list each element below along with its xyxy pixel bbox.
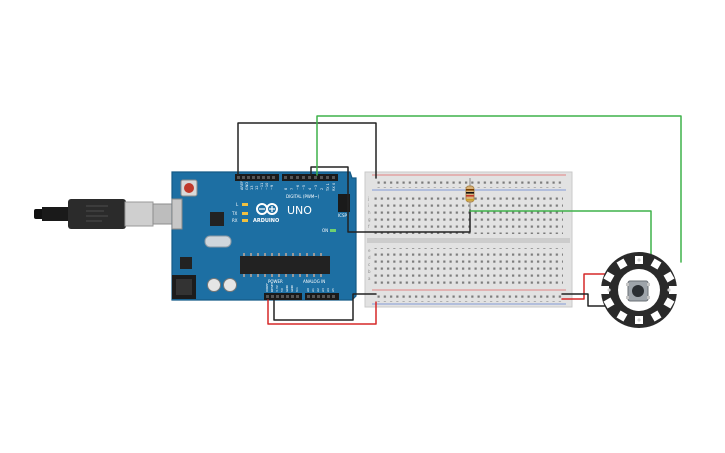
led-on — [330, 229, 336, 232]
wire-ring-gnd[interactable] — [561, 293, 609, 307]
svg-text:c: c — [368, 262, 370, 267]
pin-label: ~6 — [296, 185, 300, 190]
atmega-chip — [240, 256, 330, 274]
svg-text:f: f — [368, 224, 370, 229]
push-button[interactable] — [626, 280, 650, 302]
pin-label: A0 — [306, 288, 310, 292]
pin-label: 13 — [250, 186, 254, 190]
icsp-header — [338, 194, 350, 212]
pin-label: 4 — [308, 187, 312, 190]
pin-label: Vin — [295, 287, 299, 292]
pin-label: 3.3V — [275, 284, 279, 292]
svg-text:j: j — [367, 196, 369, 201]
pin-label: 5V — [280, 287, 284, 292]
svg-text:d: d — [368, 255, 371, 260]
led-l — [242, 203, 248, 206]
center-channel — [367, 238, 570, 243]
model-label: UNO — [287, 204, 312, 217]
svg-text:e: e — [368, 248, 371, 253]
pin-label: A5 — [331, 288, 335, 292]
pin-label: RESET — [270, 282, 274, 292]
wire-ring-din[interactable] — [316, 115, 682, 263]
resistor-icon[interactable] — [465, 178, 475, 210]
pin-label: ~10 — [265, 183, 269, 190]
digital-pin-labels: AREF GND 13 12 ~11 ~10 ~9 8 7 ~6 ~5 4 ~3… — [240, 181, 336, 192]
pin-label: 2 — [320, 188, 324, 190]
led-rx — [242, 219, 248, 222]
terminal-bottom-holes[interactable] — [373, 248, 563, 286]
svg-text:h: h — [368, 210, 371, 215]
usb-jack — [171, 198, 183, 230]
pin-label: IOREF — [265, 283, 269, 292]
on-label: ON — [322, 228, 328, 233]
tx-label: TX — [231, 211, 237, 216]
pin-label: 8 — [284, 188, 288, 190]
crystal — [204, 235, 232, 248]
wire-pin6-resistor[interactable] — [310, 166, 471, 233]
power-pin-holes — [266, 295, 335, 298]
pin-label: 7 — [290, 188, 294, 190]
pin-label: A3 — [321, 288, 325, 292]
wire-gnd-bottom[interactable] — [273, 293, 377, 321]
led-tx — [242, 212, 248, 215]
wire-resistor-ring[interactable] — [469, 210, 652, 263]
pin-label: TX 1 — [326, 183, 330, 192]
pin-label: A4 — [326, 288, 330, 292]
arduino-logo-icon — [256, 203, 278, 215]
usb-cable-icon[interactable] — [34, 199, 176, 229]
rail-bottom-holes[interactable] — [376, 292, 564, 302]
svg-text:a: a — [368, 276, 371, 281]
wire-ring-vcc[interactable] — [561, 273, 609, 300]
chip-pins — [243, 253, 322, 277]
pin-label: GND — [245, 182, 249, 190]
pin-label: ~3 — [314, 185, 318, 190]
digital-pin-holes — [237, 176, 335, 179]
pin-label: A1 — [311, 288, 315, 292]
rx-label: RX — [232, 218, 238, 223]
l-label: L — [236, 202, 239, 207]
pin-label: ~11 — [260, 183, 264, 190]
pin-label: ~5 — [302, 185, 306, 190]
power-header-label: POWER — [268, 279, 283, 284]
svg-text:i: i — [368, 203, 369, 208]
pin-label: GND — [285, 284, 289, 292]
row-letters-top: j i h g f — [367, 196, 371, 229]
pin-label: AREF — [240, 181, 244, 190]
ring-led-dots — [607, 258, 671, 322]
pin-label: ~9 — [270, 185, 274, 190]
regulator — [180, 257, 192, 269]
pin-label: A2 — [316, 288, 320, 292]
pin-label: 12 — [255, 186, 259, 190]
digital-header-label: DIGITAL (PWM~) — [286, 194, 320, 199]
wire-gnd-top[interactable] — [237, 122, 377, 179]
icsp-label: ICSP — [338, 213, 348, 218]
arduino-uno-board[interactable]: L TX RX ON ICSP ARDUINO UNO DIGITAL (PWM… — [171, 171, 357, 301]
pin-label: RX 0 — [332, 183, 336, 191]
power-pin-labels: IOREF RESET 3.3V 5V GND GND Vin A0 A1 A2… — [265, 282, 335, 292]
pin-label: GND — [290, 284, 294, 292]
usb-chip — [210, 212, 224, 226]
brand-label: ARDUINO — [253, 218, 279, 224]
svg-text:g: g — [368, 217, 371, 222]
svg-text:b: b — [368, 269, 371, 274]
row-letters-bottom: e d c b a — [368, 248, 371, 281]
analog-header-label: ANALOG IN — [303, 279, 325, 284]
wire-5v[interactable] — [267, 299, 377, 325]
